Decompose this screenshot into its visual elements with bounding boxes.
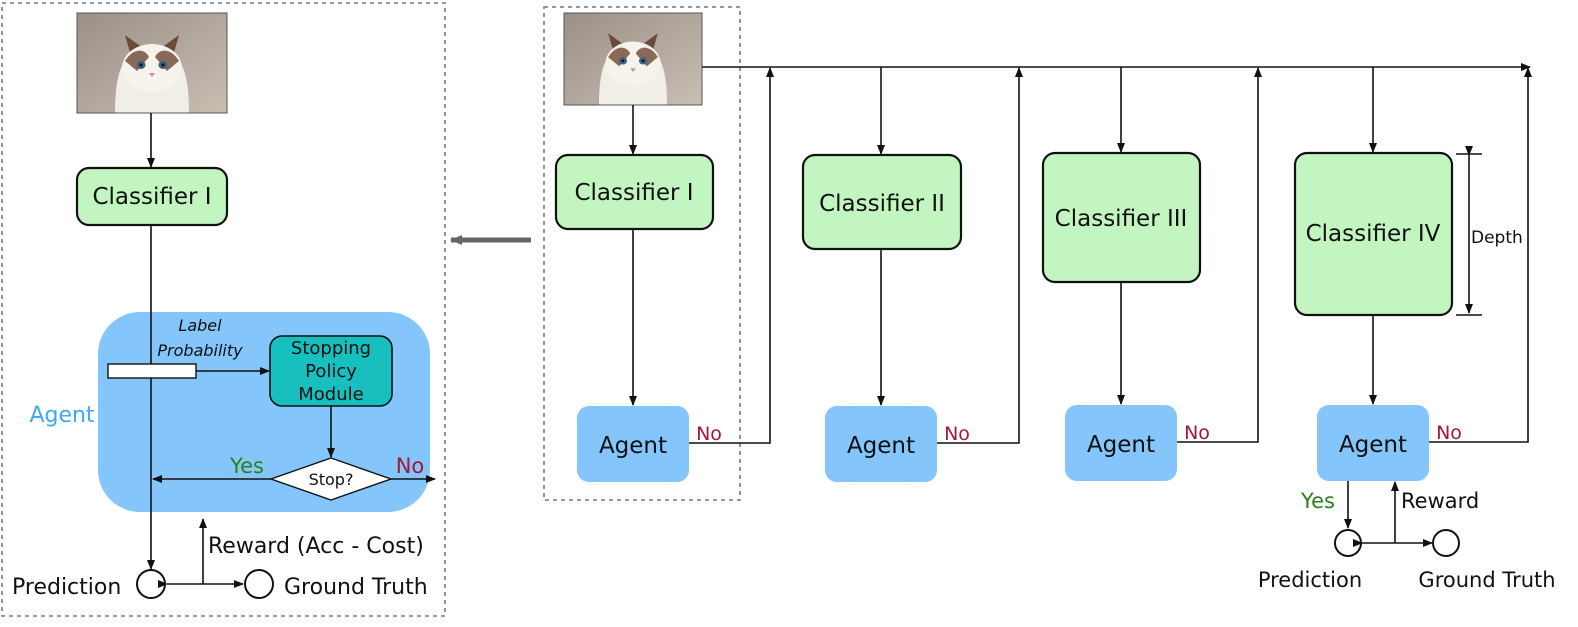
agent-3-no-path xyxy=(1177,67,1262,443)
right-stage1-highlight-border xyxy=(543,6,741,501)
left-reward-label: Reward (Acc - Cost) xyxy=(208,534,424,559)
agent-1-label: Agent xyxy=(599,433,667,459)
agent-1-no-path xyxy=(689,67,774,444)
stopping-policy-line3: Module xyxy=(298,384,363,405)
left-classifier-box xyxy=(75,166,229,227)
agent-2-no-path xyxy=(937,67,1023,444)
right-ground-truth-label: Ground Truth xyxy=(1418,568,1555,592)
agent-4-no-label: No xyxy=(1436,422,1462,444)
left-yes-label: Yes xyxy=(229,454,264,478)
stop-decision-diamond xyxy=(268,457,394,501)
label-probability-line2: Probability xyxy=(157,341,243,360)
left-no-label: No xyxy=(396,454,425,478)
right-yes-label: Yes xyxy=(1300,489,1335,513)
left-input-image xyxy=(76,12,228,114)
classifier-2-label: Classifier II xyxy=(819,191,945,217)
agent-1-box xyxy=(577,406,689,482)
agent-1-no-label: No xyxy=(696,423,722,445)
agent-3-no-label: No xyxy=(1184,422,1210,444)
left-prediction-label: Prediction xyxy=(12,575,121,600)
agent-2-box xyxy=(825,406,937,482)
left-ground-truth-node xyxy=(244,569,274,599)
label-probability-bar xyxy=(107,363,197,379)
stopping-policy-line2: Policy xyxy=(305,361,357,382)
agent-3-box xyxy=(1065,405,1177,481)
right-prediction-node xyxy=(1334,529,1362,557)
classifier-4-label: Classifier IV xyxy=(1306,221,1441,247)
agent-2-label: Agent xyxy=(847,433,915,459)
depth-indicator xyxy=(1456,146,1482,316)
right-prediction-label: Prediction xyxy=(1258,568,1362,592)
label-probability-line1: Label xyxy=(178,316,222,335)
left-agent-label: Agent xyxy=(29,403,94,428)
agent-4-label: Agent xyxy=(1339,432,1407,458)
agent-3-label: Agent xyxy=(1087,432,1155,458)
stopping-policy-line1: Stopping xyxy=(291,338,371,359)
depth-label: Depth xyxy=(1471,228,1523,248)
agent-4-no-path xyxy=(1429,67,1532,443)
left-prediction-node xyxy=(136,569,166,599)
left-ground-truth-label: Ground Truth xyxy=(284,575,428,600)
stop-decision-label: Stop? xyxy=(309,470,354,489)
right-input-image xyxy=(563,12,703,106)
classifier-1-label: Classifier I xyxy=(574,180,693,206)
classifier-2-box xyxy=(801,153,963,251)
agent-2-no-label: No xyxy=(944,423,970,445)
classifier-1-box xyxy=(554,153,715,231)
classifier-3-label: Classifier III xyxy=(1055,206,1188,232)
right-reward-label: Reward xyxy=(1401,489,1479,513)
agent-4-box xyxy=(1317,405,1429,481)
left-classifier-label: Classifier I xyxy=(92,184,211,210)
right-ground-truth-node xyxy=(1432,529,1460,557)
